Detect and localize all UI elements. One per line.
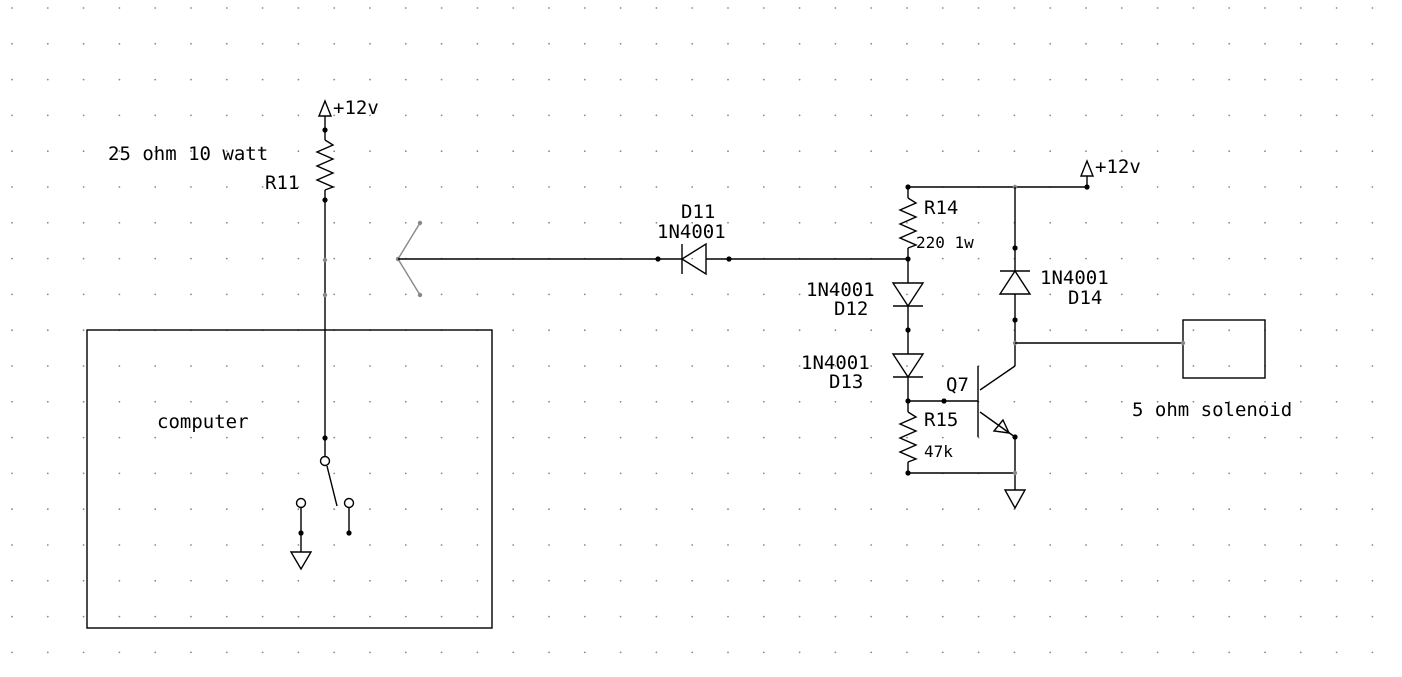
supply-left-label: +12v — [333, 97, 379, 119]
supply-left: +12v — [317, 97, 379, 133]
r15-ref: R15 — [924, 409, 958, 431]
grid-dots — [11, 7, 1374, 654]
d11-part: 1N4001 — [657, 221, 726, 243]
diode-d11: D11 1N4001 — [655, 201, 732, 276]
r15-value: 47k — [924, 442, 953, 461]
d13-ref: D13 — [829, 371, 863, 393]
d12-ref: D12 — [834, 298, 868, 320]
diode-d12: 1N4001 D12 — [806, 259, 925, 333]
diode-d13: 1N4001 D13 — [801, 330, 925, 404]
connector-arrow — [395, 220, 423, 298]
switch — [295, 435, 355, 552]
resistor-r15: R15 47k — [898, 401, 958, 476]
transistor-q7: Q7 — [946, 365, 1018, 440]
computer-box: computer — [86, 329, 493, 629]
r11-value: 25 ohm 10 watt — [108, 143, 268, 165]
top-rail — [905, 176, 1090, 190]
diode-d14: 1N4001 D14 — [998, 187, 1109, 366]
solenoid-label: 5 ohm solenoid — [1132, 399, 1292, 421]
resistor-r14: R14 220 1w — [898, 187, 974, 262]
d12-part: 1N4001 — [806, 279, 875, 301]
d13-part: 1N4001 — [801, 352, 870, 374]
supply-right-label: +12v — [1095, 156, 1141, 178]
q7-ref: Q7 — [946, 374, 969, 396]
r14-ref: R14 — [924, 197, 958, 219]
r14-value: 220 1w — [916, 233, 974, 252]
r11-ref: R11 — [265, 172, 299, 194]
d14-part: 1N4001 — [1040, 267, 1109, 289]
ground-symbol-left — [289, 551, 313, 571]
resistor-r11: 25 ohm 10 watt R11 — [108, 130, 335, 203]
ground-symbol-right — [1003, 489, 1027, 510]
d14-ref: D14 — [1068, 287, 1102, 309]
d11-ref: D11 — [681, 201, 715, 223]
solenoid: 5 ohm solenoid — [1132, 319, 1292, 421]
computer-label: computer — [157, 411, 249, 433]
supply-right: +12v — [1079, 156, 1141, 178]
